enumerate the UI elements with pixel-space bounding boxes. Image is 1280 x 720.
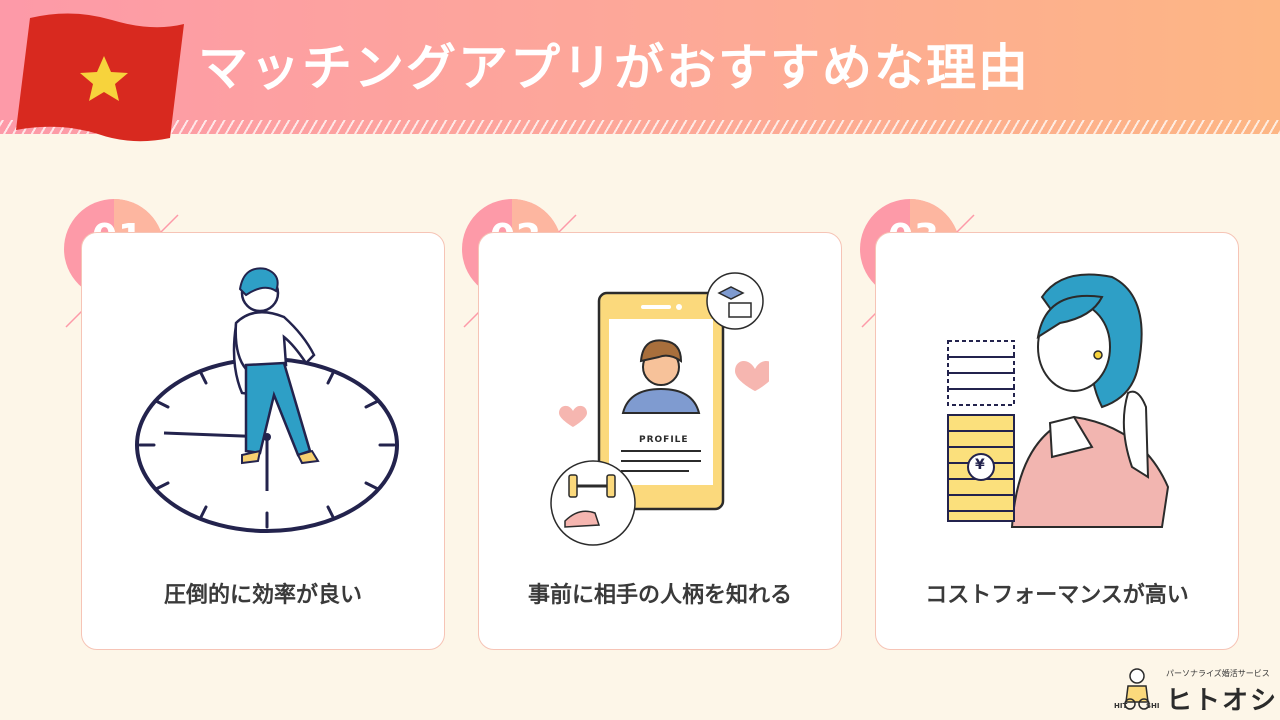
phone-profile-icon: PROFILE [549,271,769,551]
brand-logo: HIT SHI パーソナライズ婚活サービス ヒトオシ [1112,664,1276,716]
logo-mascot-left: HIT [1114,702,1128,710]
profile-label: PROFILE [639,435,689,445]
flag-icon [16,13,184,142]
mascot-icon [1124,668,1150,710]
logo-tagline: パーソナライズ婚活サービス [1166,669,1270,678]
reason-card-02: PROFILE 事前に相手の人柄を知れる [478,232,842,650]
card-caption: コストフォーマンスが高い [925,583,1189,608]
logo-mascot-right: SHI [1146,702,1160,710]
reason-card-03: ¥ コストフォーマンスが高い [875,232,1239,650]
woman-coins-icon: ¥ [942,267,1182,537]
yen-symbol: ¥ [975,457,985,473]
card-caption: 圧倒的に効率が良い [163,583,362,608]
header-banner: マッチングアプリがおすすめな理由 [0,0,1280,142]
header-stripe [0,120,1280,134]
card-caption: 事前に相手の人柄を知れる [527,583,792,608]
clock-person-icon [135,267,399,533]
logo-name: ヒトオシ [1166,686,1279,716]
page-title: マッチングアプリがおすすめな理由 [198,39,1030,97]
reason-card-01: 圧倒的に効率が良い [81,232,445,650]
